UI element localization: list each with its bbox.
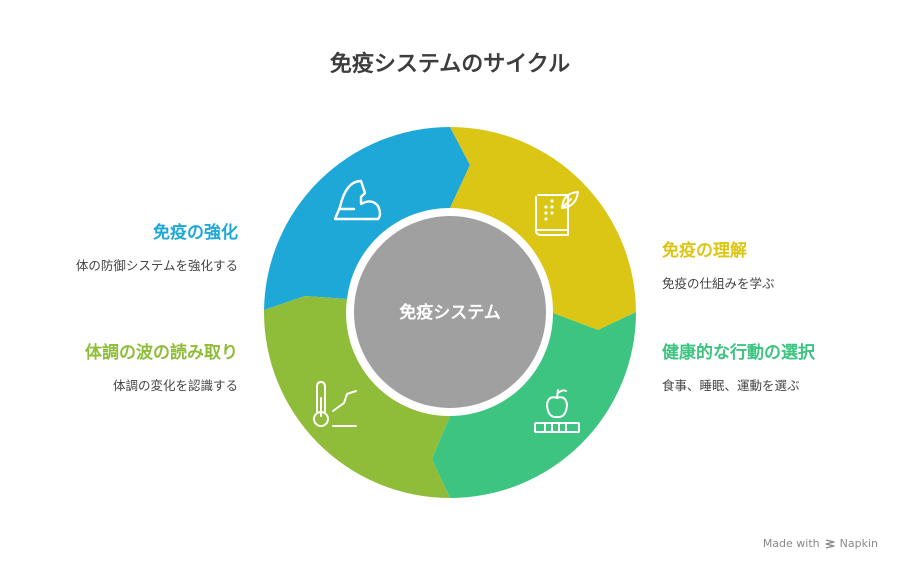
description-read-waves: 体調の変化を認識する: [112, 378, 238, 393]
napkin-brand[interactable]: Napkin: [839, 537, 878, 550]
apple-books-icon: [534, 389, 580, 433]
flexed-arm-icon: [333, 179, 382, 221]
napkin-logo-icon: [824, 538, 835, 549]
made-with-text: Made with: [762, 537, 820, 550]
center-circle: [354, 216, 546, 408]
description-understand: 免疫の仕組みを学ぶ: [662, 276, 775, 291]
label-understand: 免疫の理解 免疫の仕組みを学ぶ: [662, 236, 882, 292]
page-title: 免疫システムのサイクル: [329, 52, 571, 77]
label-healthy-choices: 健康的な行動の選択 食事、睡眠、運動を選ぶ: [662, 338, 882, 394]
heading-understand: 免疫の理解: [662, 241, 747, 261]
label-read-waves: 体調の波の読み取り 体調の変化を認識する: [38, 338, 238, 394]
thermometer-icon: [313, 381, 357, 427]
description-healthy-choices: 食事、睡眠、運動を選ぶ: [662, 378, 800, 393]
label-strengthen: 免疫の強化 体の防御システムを強化する: [38, 218, 238, 274]
heading-strengthen: 免疫の強化: [153, 223, 238, 243]
center-label: 免疫システム: [399, 302, 501, 323]
book-leaf-icon: [535, 191, 579, 236]
heading-read-waves: 体調の波の読み取り: [85, 343, 238, 363]
segment-read-waves[interactable]: [263, 296, 450, 498]
description-strengthen: 体の防御システムを強化する: [75, 258, 238, 273]
heading-healthy-choices: 健康的な行動の選択: [662, 343, 815, 363]
footer-credit: Made with Napkin: [763, 537, 878, 550]
segment-understand[interactable]: [450, 127, 636, 330]
segment-healthy-choices[interactable]: [432, 312, 636, 498]
